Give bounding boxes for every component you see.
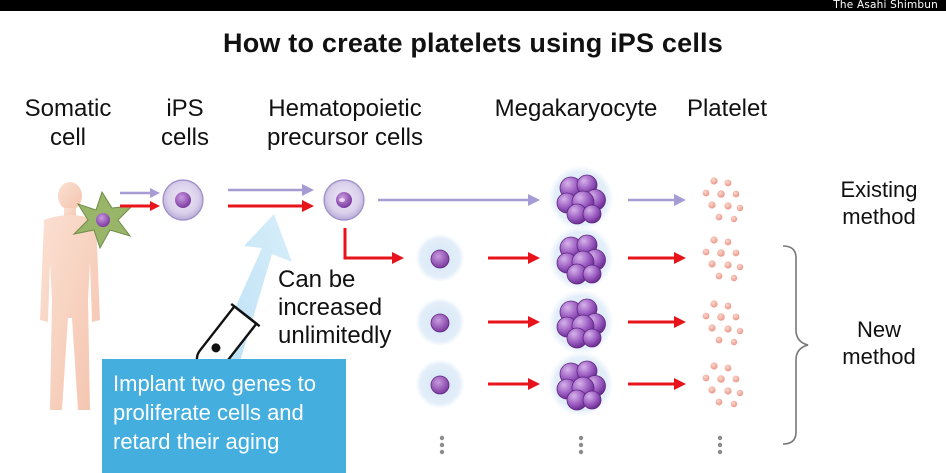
label-megakaryocyte: Megakaryocyte — [494, 95, 658, 122]
new-method-arrows — [120, 200, 686, 390]
megakaryocyte-1 — [548, 225, 614, 291]
implant-line-3: retard their aging — [113, 429, 280, 454]
increase-note: Can be increased unlimitedly — [278, 266, 392, 349]
megakaryocyte-3 — [548, 351, 614, 417]
implant-info-box: Implant two genes to proliferate cells a… — [102, 359, 346, 473]
implant-line-1: Implant two genes to — [113, 371, 317, 396]
credit-text: The Asahi Shimbun — [833, 0, 938, 11]
ellipsis-icon — [439, 435, 723, 455]
new-method-brace — [782, 245, 809, 445]
platelet-cluster-existing — [702, 177, 744, 223]
platelet-cluster-2 — [702, 300, 744, 346]
megakaryocyte-2 — [548, 289, 614, 355]
hematopoietic-cell-icon — [323, 179, 365, 221]
precursor-cell-3 — [415, 359, 465, 409]
top-bar: The Asahi Shimbun — [0, 0, 946, 11]
label-platelet: Platelet — [686, 95, 768, 122]
ips-cell-icon — [162, 179, 204, 221]
existing-method-arrows — [120, 184, 686, 206]
precursor-cell-2 — [415, 297, 465, 347]
diagram-title: How to create platelets using iPS cells — [223, 28, 723, 58]
precursor-cell-1 — [415, 233, 465, 283]
platelet-cluster-1 — [702, 236, 744, 282]
human-silhouette-icon — [40, 182, 100, 410]
megakaryocyte-existing — [548, 165, 614, 231]
platelet-cluster-3 — [702, 362, 744, 408]
implant-line-2: proliferate cells and — [113, 400, 304, 425]
